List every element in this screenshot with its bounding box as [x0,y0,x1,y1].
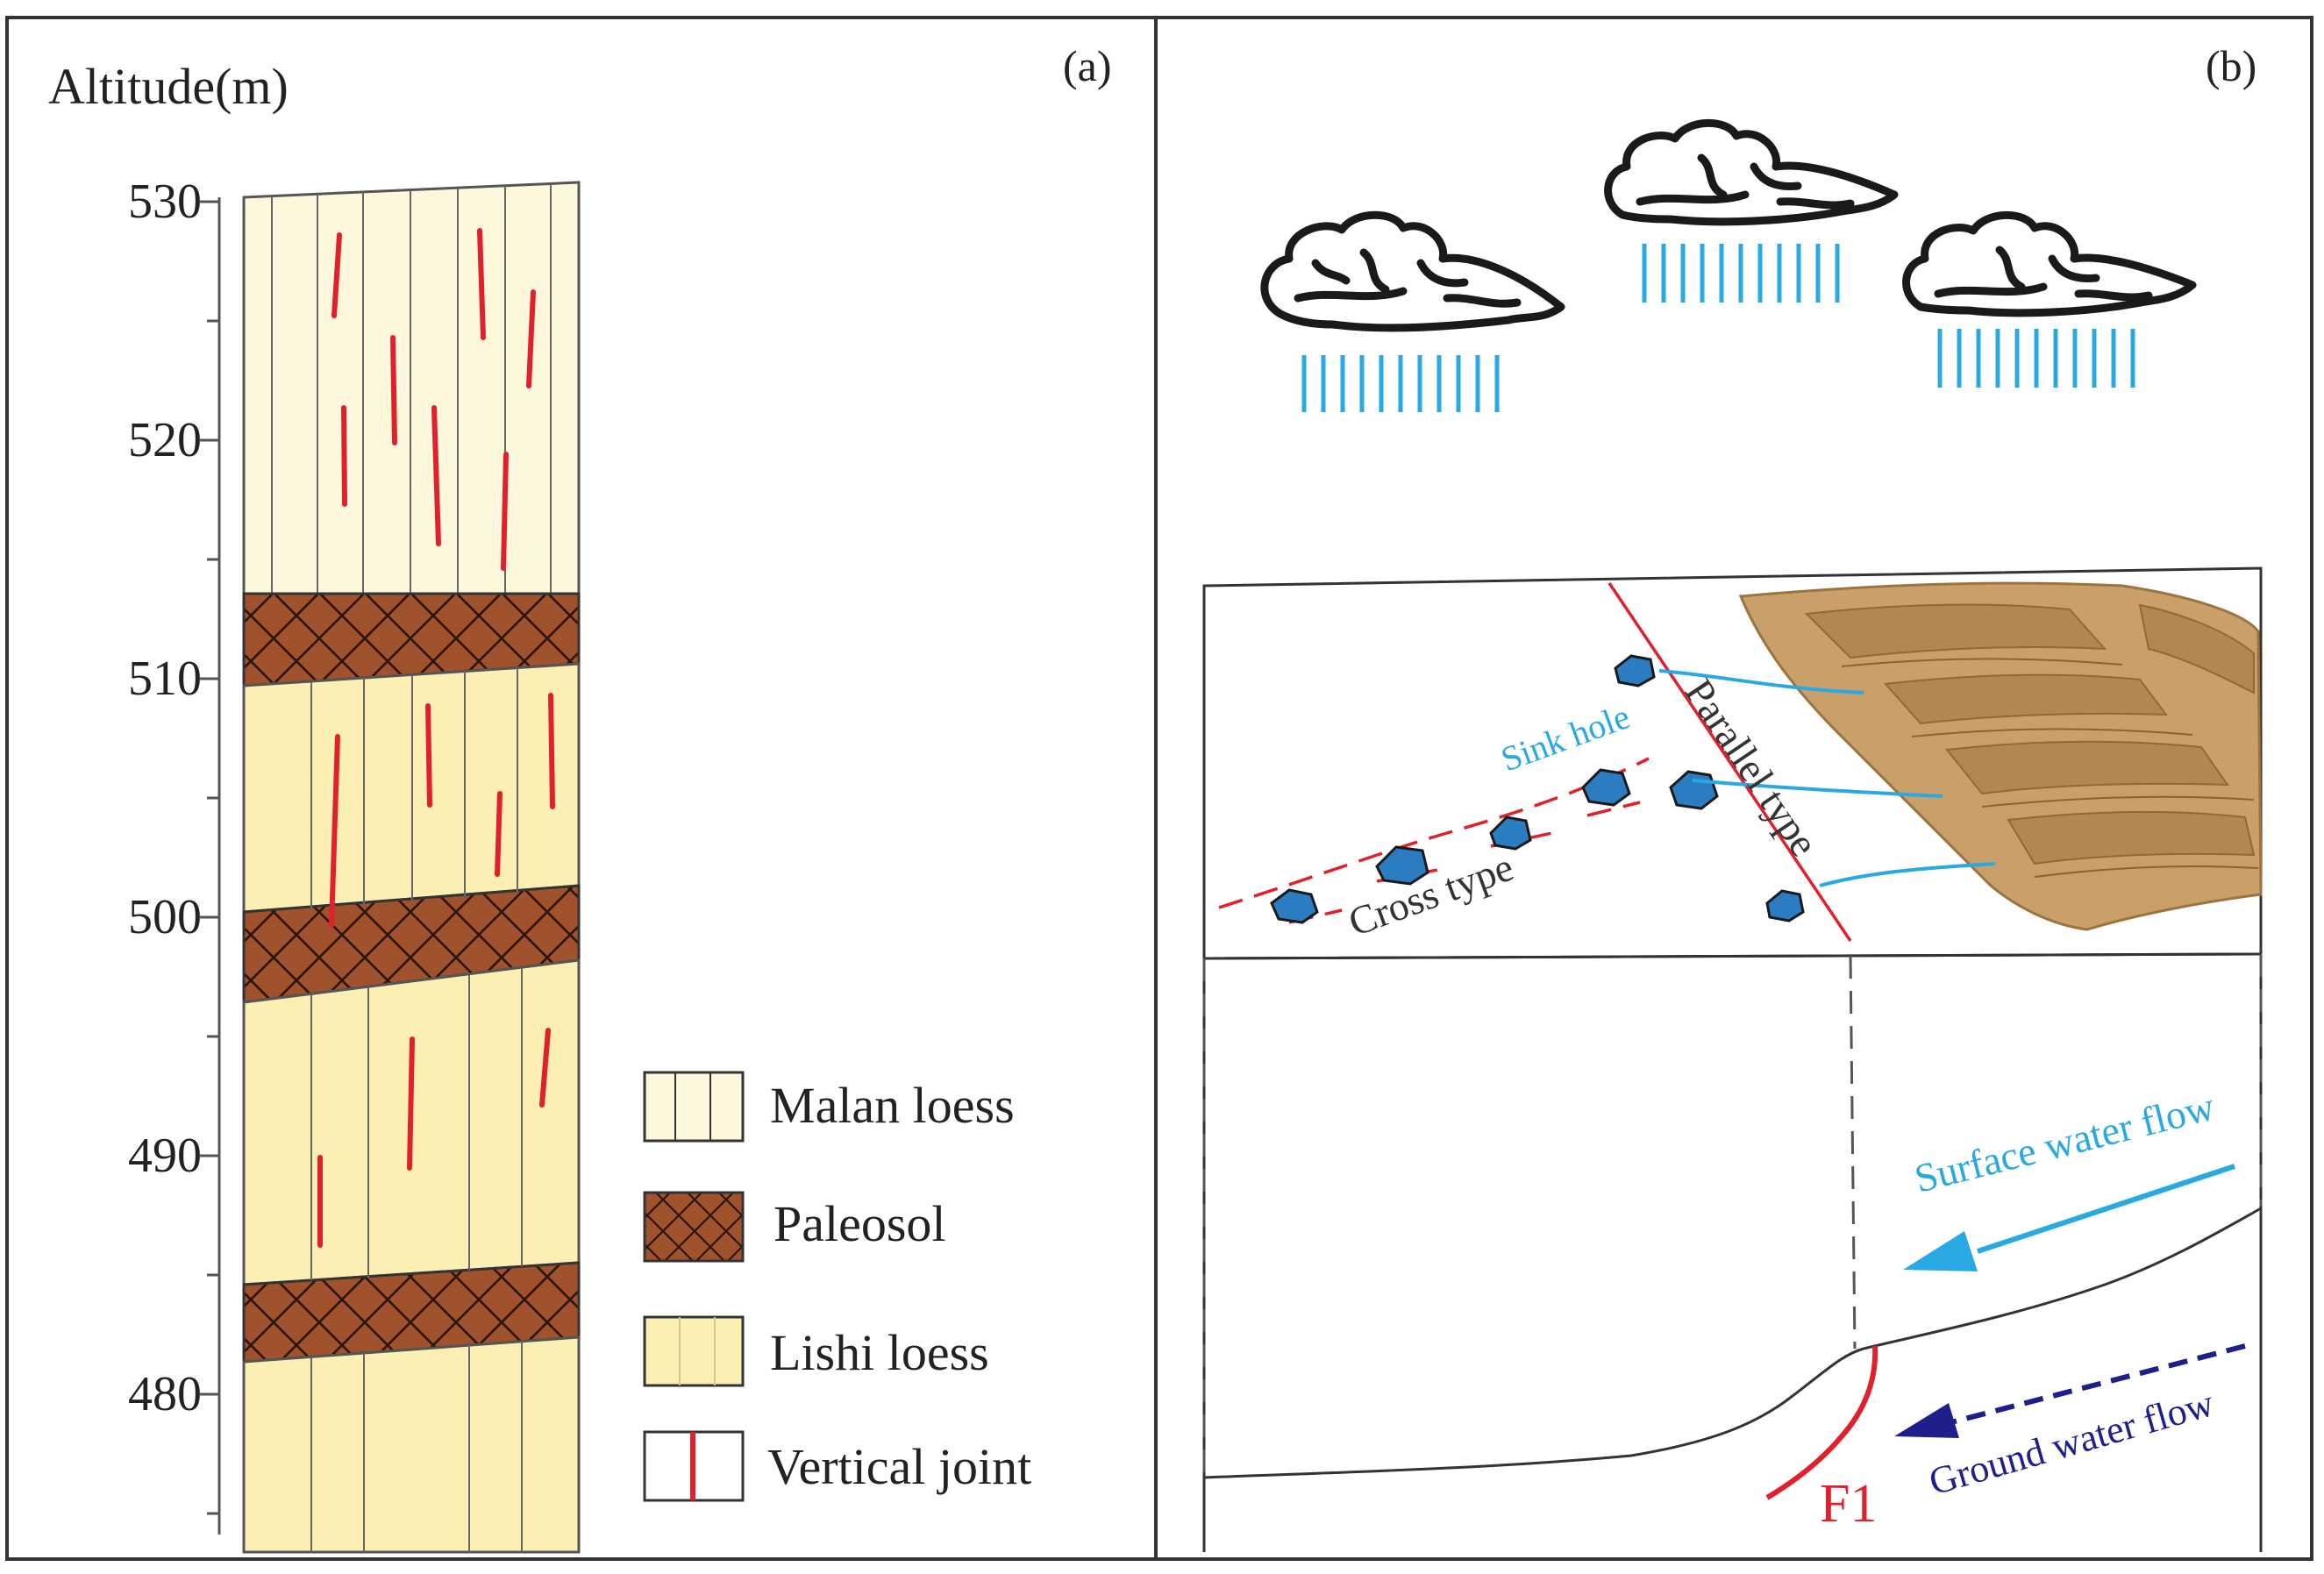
panel-a-label: (a) [1063,41,1112,90]
ground-surface-profile [1203,1207,2262,1479]
legend-item-lishi-loess: Lishi loess [643,1315,989,1387]
sink-hole-marker [1765,889,1805,922]
legend-label-paleosol: Paleosol [773,1195,946,1252]
cloud-middle-icon [1604,118,1899,226]
rain [1301,244,2135,412]
loess-slope-terrain [1738,581,2263,931]
surface-streams [1658,669,1996,887]
cross-section: F1 Surface water flow Ground water flow [1202,952,2263,1552]
axis-tick-labels: 530 520 510 500 490 480 [128,174,202,1421]
panel-a: Altitude(m) (a) 530 520 510 500 490 480 [48,41,1112,1554]
legend-item-vertical-joint: Vertical joint [643,1430,1031,1502]
fault-line-plan [1608,582,1852,942]
sink-holes [1270,654,1805,924]
panel-b-label: (b) [2206,41,2256,90]
sink-hole-marker [1270,888,1319,924]
tick-label-530: 530 [128,174,202,229]
fault-f1-section [1765,1345,1878,1500]
legend-label-lishi-loess: Lishi loess [770,1324,989,1381]
surface-water-flow-arrow [1903,1164,2235,1271]
axis-title: Altitude(m) [48,58,289,115]
ground-water-flow-label: Ground water flow [1924,1381,2219,1503]
legend-label-vertical-joint: Vertical joint [767,1438,1031,1495]
tick-label-480: 480 [128,1367,202,1421]
sink-hole-marker [1489,815,1532,851]
tick-label-510: 510 [128,652,202,706]
cloud-right-icon [1902,210,2197,317]
stratigraphic-column [242,181,581,1554]
tick-label-500: 500 [128,890,202,944]
plan-view: Sink hole Cross type Parallel type [1202,566,2263,960]
cloud-left-icon [1260,210,1565,332]
legend: Malan loess Paleosol Lishi loess Vertica… [643,1071,1031,1502]
legend-swatch-lishi-loess [643,1315,745,1387]
projection-lines [1202,954,2263,1478]
sink-hole-marker [1614,654,1656,687]
surface-water-flow-label: Surface water flow [1910,1083,2220,1200]
vertical-joints [317,228,555,1248]
legend-swatch-malan-loess [643,1071,745,1143]
lishi-loess-layer-3 [242,1335,581,1554]
lishi-loess-bands [310,668,523,1552]
tick-label-490: 490 [128,1129,202,1183]
cross-type-lines [1218,757,1650,924]
sink-hole-marker [1581,768,1631,807]
fault-f1-label: F1 [1820,1474,1877,1534]
figure-frame [5,16,2313,1561]
ground-water-flow-arrow [1894,1343,2246,1438]
legend-label-malan-loess: Malan loess [770,1077,1015,1134]
axis-ticks [200,200,219,1515]
legend-item-paleosol: Paleosol [643,1191,946,1263]
rain-clouds [1260,118,2197,332]
sink-hole-marker [1375,845,1429,886]
legend-swatch-paleosol [643,1191,745,1263]
malan-loess-bands [271,184,552,594]
tick-label-520: 520 [128,413,202,467]
panel-b: (b) [1202,41,2263,1552]
legend-item-malan-loess: Malan loess [643,1071,1015,1143]
